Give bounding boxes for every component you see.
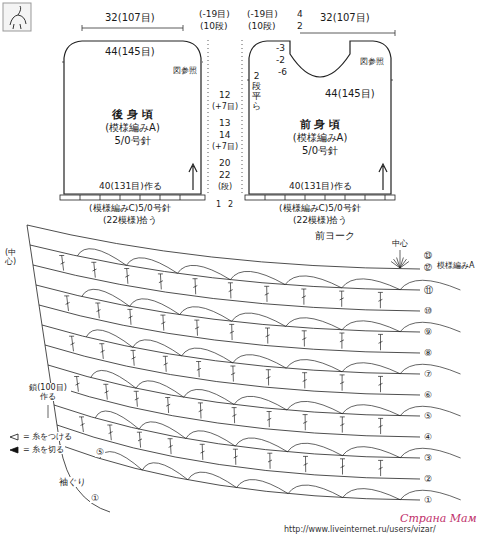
logo-icon bbox=[3, 3, 31, 31]
row-number: ⑧ bbox=[423, 348, 433, 358]
dimension-label: 1 bbox=[215, 200, 222, 209]
dimension-label: (段) bbox=[217, 182, 233, 191]
stitch-rows bbox=[27, 225, 461, 512]
row-line bbox=[27, 225, 420, 512]
dimension-label: 中心 bbox=[391, 239, 409, 248]
dimension-label: -6 bbox=[277, 67, 288, 77]
dimension-label: 2 bbox=[227, 200, 234, 209]
dimension-label: (10段) bbox=[199, 21, 228, 31]
row-number: ⑩ bbox=[423, 306, 433, 316]
dimension-lines bbox=[62, 25, 395, 195]
dimension-label: 40(131目)作る bbox=[98, 181, 163, 191]
garment-piece: 後 身 頃(模様編みA)5/0号針 bbox=[60, 40, 205, 195]
piece-note: (模様編みA) bbox=[292, 131, 349, 144]
dimension-label: (-19目) bbox=[198, 9, 231, 19]
dimension-label: 14 bbox=[218, 130, 231, 140]
piece-name: 前 身 頃 bbox=[299, 118, 342, 131]
legend-text: = 糸を切る bbox=[22, 445, 65, 454]
dimension-label: 模様編みA bbox=[436, 261, 475, 270]
dimension-label: 32(107目) bbox=[319, 12, 371, 24]
row-number: ⑥ bbox=[423, 390, 433, 400]
dimension-label: 32(107目) bbox=[104, 12, 156, 24]
dimension-label: (中心) bbox=[4, 249, 14, 267]
direction-arrow bbox=[189, 164, 197, 190]
legend-symbols bbox=[10, 434, 18, 453]
dimension-label: (-19目) bbox=[246, 9, 279, 19]
row-number: ① bbox=[423, 495, 433, 505]
piece-name: 後 身 頃 bbox=[111, 108, 154, 121]
direction-arrow bbox=[379, 164, 387, 190]
stitch-symbol bbox=[48, 250, 409, 476]
dimension-label: 4 bbox=[296, 9, 304, 19]
dimension-label: (模様編みC)5/0号針 bbox=[278, 203, 362, 213]
piece-note: (模様編みA) bbox=[104, 121, 161, 134]
chain-loop bbox=[77, 249, 460, 500]
watermark-url: http://www.liveinternet.ru/users/vizar/ bbox=[283, 525, 437, 534]
row-number: ① bbox=[90, 493, 100, 503]
row-number: ④ bbox=[423, 432, 433, 442]
row-number: ⑨ bbox=[423, 327, 433, 337]
watermark: Страна Мам bbox=[399, 513, 478, 526]
dimension-label: 図参照 bbox=[172, 66, 198, 75]
dimension-label: (模様編みC)5/0号針 bbox=[88, 203, 172, 213]
row-number: ⑤ bbox=[423, 411, 433, 421]
dimension-label: 図参照 bbox=[359, 57, 385, 66]
dimension-label: 13 bbox=[218, 118, 231, 128]
dimension-label: 前ヨーク bbox=[314, 230, 356, 242]
piece-outline-path bbox=[64, 41, 201, 194]
dimension-label: 44(145目) bbox=[104, 46, 156, 58]
dimension-label: -3 bbox=[275, 43, 286, 53]
legend-text: = 糸をつける bbox=[22, 432, 73, 441]
dimension-label: (22模様)拾う bbox=[102, 215, 158, 225]
dimension-label: (+7目) bbox=[211, 102, 239, 111]
piece-note: 5/0号針 bbox=[113, 134, 151, 147]
row-number: ⑫ bbox=[423, 263, 433, 272]
dimension-label: 鎖(100目)作る bbox=[25, 383, 71, 401]
piece-outline-path bbox=[249, 41, 391, 194]
row-number: ⑤ bbox=[95, 447, 105, 457]
dimension-label: 2 bbox=[296, 21, 304, 31]
dimension-label: 20 bbox=[218, 158, 231, 168]
row-number: ③ bbox=[423, 453, 433, 463]
dimension-label: (10段) bbox=[247, 21, 276, 31]
dimension-label: 44(145目) bbox=[324, 88, 376, 100]
row-number: ⑦ bbox=[423, 369, 433, 379]
dimension-label: 22 bbox=[218, 170, 231, 180]
dimension-label: -2 bbox=[275, 55, 286, 65]
piece-note: 5/0号針 bbox=[301, 144, 339, 157]
row-number: ⑪ bbox=[423, 285, 434, 295]
dimension-label: 2段平ら bbox=[251, 72, 262, 112]
dimension-label: 袖ぐり bbox=[58, 477, 87, 487]
row-number: ② bbox=[423, 474, 433, 484]
piece-text: 後 身 頃(模様編みA)5/0号針 bbox=[60, 40, 205, 195]
dimension-label: 12 bbox=[218, 90, 231, 100]
row-number: ⑬ bbox=[423, 251, 433, 260]
dimension-label: (22模様)拾う bbox=[292, 215, 348, 225]
dimension-label: (+7目) bbox=[211, 142, 239, 151]
dimension-label: 40(131目)作る bbox=[288, 181, 353, 191]
